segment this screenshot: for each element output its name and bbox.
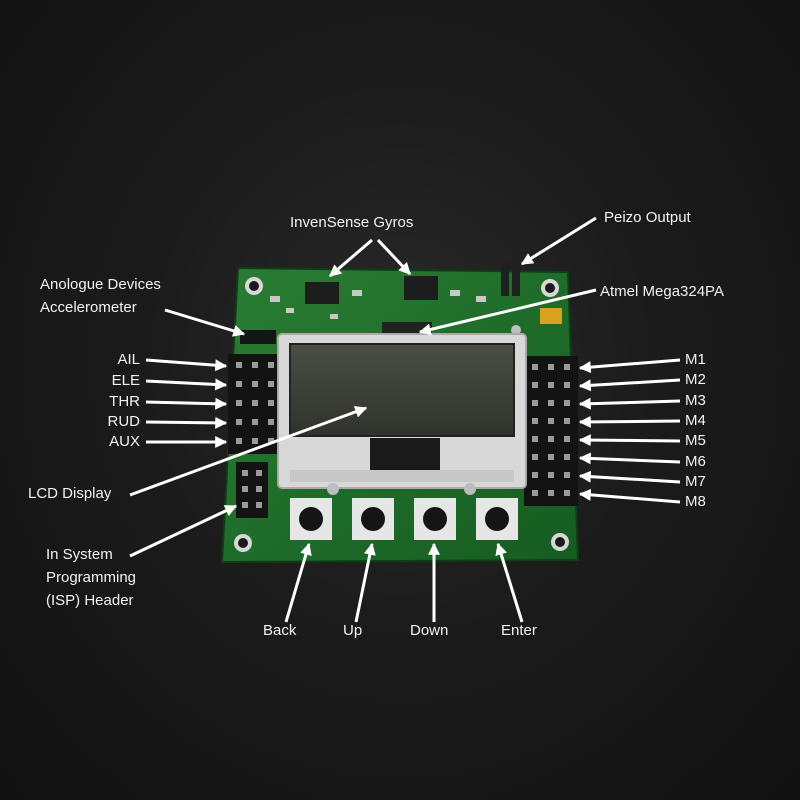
input-label-ele: ELE (111, 372, 140, 389)
input-label-aux: AUX (109, 433, 140, 450)
output-label-m6: M6 (685, 453, 706, 470)
output-pin-headers (524, 356, 578, 506)
callout-arrows (129, 216, 681, 623)
piezo-label: Peizo Output (604, 209, 691, 226)
button-label-back: Back (263, 622, 297, 639)
isp-label-line1: In System (46, 546, 113, 563)
isp-header (236, 462, 268, 518)
input-label-rud: RUD (107, 413, 141, 430)
lcd-display (277, 333, 527, 489)
accelerometer-label-line1: Anologue Devices (40, 276, 161, 293)
output-label-m8: M8 (685, 493, 706, 510)
input-label-thr: THR (109, 393, 140, 410)
mcu-label: Atmel Mega324PA (600, 283, 724, 300)
output-label-m3: M3 (685, 392, 706, 409)
isp-label-line3: (ISP) Header (46, 592, 134, 609)
button-label-enter: Enter (501, 622, 537, 639)
button-label-up: Up (343, 622, 363, 639)
button-label-down: Down (410, 622, 449, 639)
accelerometer-label-line2: Accelerometer (40, 299, 137, 316)
output-label-m2: M2 (685, 371, 706, 388)
isp-label-line2: Programming (46, 569, 137, 586)
gyros-label: InvenSense Gyros (290, 214, 414, 231)
push-buttons (290, 483, 518, 540)
input-pin-headers (228, 354, 280, 454)
output-label-m1: M1 (685, 351, 706, 368)
lcd-label: LCD Display (28, 485, 112, 502)
output-label-m4: M4 (685, 412, 706, 429)
input-label-ail: AIL (117, 351, 140, 368)
output-label-m5: M5 (685, 432, 706, 449)
output-label-m7: M7 (685, 473, 706, 490)
